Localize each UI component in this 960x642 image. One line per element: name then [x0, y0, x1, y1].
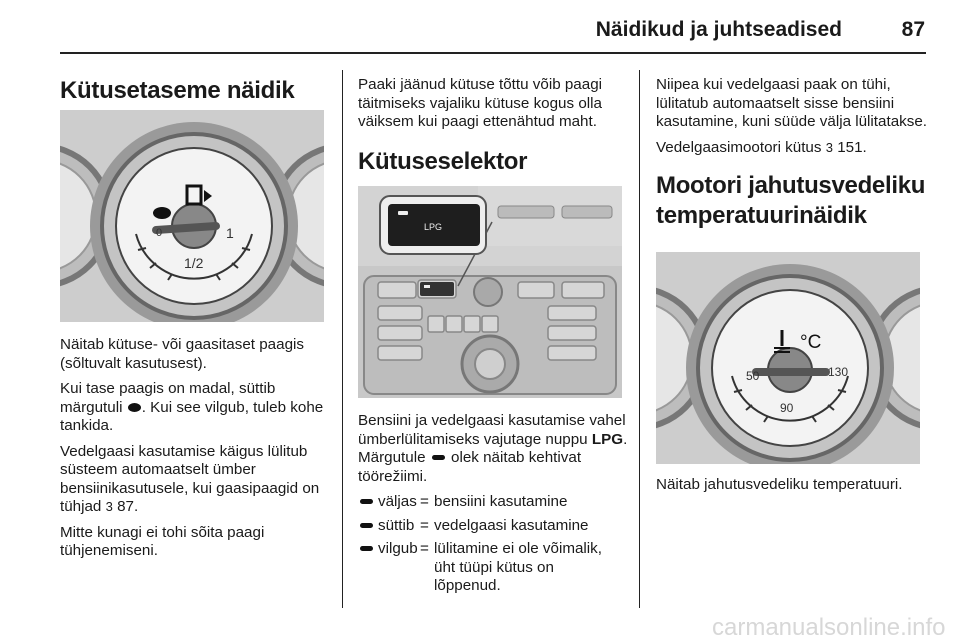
header-rule — [60, 52, 926, 54]
paragraph: Paaki jäänud kütuse tõttu võib paagi täi… — [358, 76, 603, 130]
table-row: väljas = bensiini kasutamine — [358, 493, 630, 512]
column-1: Kütusetaseme näidik — [60, 76, 330, 106]
fuel-gauge-label-half: 1/2 — [184, 255, 204, 271]
lpg-button-ref: LPG — [591, 430, 624, 448]
fuel-selector-heading: Kütuseselektor — [358, 147, 528, 175]
coolant-label-high: 130 — [828, 365, 848, 379]
coolant-gauge-figure: °C 50 90 130 — [656, 252, 920, 464]
page-number: 87 — [901, 18, 925, 41]
column-divider-1 — [342, 70, 343, 608]
paragraph: Näitab kütuse- või gaasitaset paagis (sõ… — [60, 336, 304, 372]
coolant-unit-label: °C — [800, 332, 821, 353]
indicator-light-icon — [360, 522, 373, 528]
indicator-light-icon — [360, 546, 373, 551]
warning-lamp-icon — [127, 402, 141, 412]
paragraph: Mitte kunagi ei tohi sõita paagi tühjene… — [60, 523, 265, 560]
indicator-light-icon — [360, 499, 373, 504]
paragraph: Niipea kui vedelgaasi paak on tühi, lüli… — [656, 76, 927, 130]
table-row: süttib = vedelgaasi kasutamine — [358, 517, 630, 536]
page-ref-arrow-icon: 3 — [105, 499, 113, 514]
indicator-light-icon — [431, 455, 445, 461]
column-3-text: Näitab jahutusvedeliku temperatuuri. — [656, 476, 928, 502]
paragraph: Kui tase paagis on madal, süttib märgutu… — [60, 380, 324, 434]
paragraph: Vedelgaasimootori kütus 3 151. — [656, 138, 867, 156]
column-2-text: Bensiini ja vedelgaasi kasutamise vahel … — [358, 412, 630, 601]
indicator-state-table: väljas = bensiini kasutamine süttib = ve… — [358, 493, 630, 596]
column-2: Paaki jäänud kütuse tõttu võib paagi täi… — [358, 76, 628, 177]
fuel-gauge-figure: 0 1/2 1 — [60, 110, 324, 322]
page-ref-arrow-icon: 3 — [825, 139, 833, 155]
paragraph: Vedelgaasi kasutamise käigus lülitub süs… — [60, 442, 320, 516]
table-row: vilgub = lülitamine ei ole võimalik, üht… — [358, 540, 630, 596]
paragraph: Bensiini ja vedelgaasi kasutamise vahel … — [358, 412, 628, 485]
fuel-gauge-label-empty: 0 — [156, 227, 162, 239]
fuel-selector-figure: LPG — [358, 186, 622, 398]
fuel-gauge-heading: Kütusetaseme näidik — [60, 77, 295, 104]
running-header-title: Näidikud ja juhtseadised — [595, 18, 842, 41]
column-1-text: Näitab kütuse- või gaasitaset paagis (sõ… — [60, 336, 330, 568]
paragraph: Näitab jahutusvedeliku temperatuuri. — [656, 476, 903, 493]
coolant-gauge-heading: Mootori jahutusvedeliku temperatuurinäid… — [656, 172, 926, 229]
lpg-button-label: LPG — [424, 222, 442, 232]
column-divider-2 — [639, 70, 640, 608]
column-3: Niipea kui vedelgaasi paak on tühi, lüli… — [656, 76, 928, 231]
coolant-label-mid: 90 — [780, 401, 794, 415]
watermark: carmanualsonline.info — [712, 614, 946, 641]
fuel-gauge-label-full: 1 — [226, 225, 234, 241]
coolant-label-low: 50 — [746, 369, 760, 383]
